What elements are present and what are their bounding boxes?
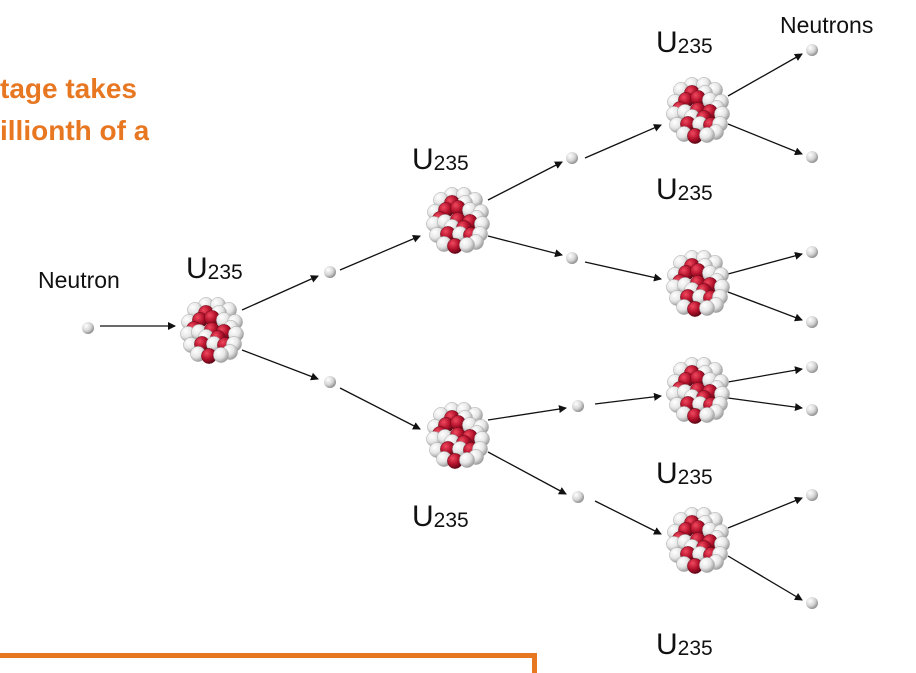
- neutron-icon: [572, 491, 584, 503]
- uranium-nucleus-icon: [666, 357, 730, 424]
- neutron-icon: [806, 151, 818, 163]
- neutrons-label: Neutrons: [780, 12, 874, 38]
- neutron-label: Neutron: [38, 267, 120, 293]
- neutron-icon: [82, 322, 94, 334]
- neutron-icon: [806, 489, 818, 501]
- mass-number: 235: [433, 152, 469, 175]
- mass-number: 235: [677, 182, 713, 205]
- arrow-icon: [487, 161, 563, 201]
- heading-text: tage takes illionth of a: [0, 68, 149, 152]
- neutron-icon: [806, 44, 818, 56]
- arrow-icon: [727, 397, 803, 412]
- neutron-icon: [806, 361, 818, 373]
- arrow-icon: [487, 451, 567, 495]
- bottom-callout-box: [0, 653, 537, 673]
- arrow-icon: [241, 275, 319, 311]
- mass-number: 235: [677, 35, 713, 58]
- arrow-icon: [584, 124, 662, 159]
- uranium-nucleus-icon: [666, 250, 730, 317]
- uranium-nucleus-icon: [666, 507, 730, 574]
- u235-label-gen3-4: U235: [656, 628, 713, 666]
- uranium-nucleus-icon: [180, 297, 244, 364]
- u235-label-gen3-1: U235: [656, 26, 713, 64]
- arrow-icon: [487, 235, 563, 258]
- arrow-icon: [339, 235, 421, 271]
- arrow-icon: [727, 291, 803, 322]
- neutron-icon: [806, 597, 818, 609]
- arrow-icon: [584, 261, 662, 282]
- u235-label-gen1: U235: [186, 252, 243, 290]
- arrow-icon: [594, 500, 662, 535]
- arrows-layer: [100, 53, 803, 601]
- u235-label-gen3-3: U235: [656, 457, 713, 495]
- neutron-icon: [806, 404, 818, 416]
- neutron-icon: [806, 246, 818, 258]
- neutron-icon: [324, 266, 336, 278]
- arrow-icon: [727, 251, 803, 275]
- mass-number: 235: [677, 466, 713, 489]
- mass-number: 235: [433, 509, 469, 532]
- neutrons-layer: [82, 44, 818, 609]
- u235-label-gen2-bottom: U235: [412, 500, 469, 538]
- element-symbol: U: [656, 173, 678, 206]
- mass-number: 235: [677, 637, 713, 660]
- uranium-nucleus-icon: [666, 77, 730, 144]
- arrow-icon: [594, 392, 662, 405]
- arrow-icon: [727, 555, 803, 601]
- element-symbol: U: [656, 26, 678, 59]
- heading-line-1: tage takes: [0, 73, 137, 104]
- arrow-icon: [727, 496, 803, 529]
- uranium-nucleus-icon: [426, 402, 490, 469]
- arrow-icon: [727, 123, 803, 156]
- element-symbol: U: [656, 628, 678, 661]
- neutron-icon: [566, 252, 578, 264]
- arrow-icon: [727, 53, 803, 97]
- uranium-nucleus-icon: [426, 187, 490, 254]
- u235-label-gen3-2: U235: [656, 173, 713, 211]
- element-symbol: U: [186, 252, 208, 285]
- element-symbol: U: [412, 143, 434, 176]
- mass-number: 235: [207, 261, 243, 284]
- neutron-icon: [806, 316, 818, 328]
- neutron-icon: [572, 400, 584, 412]
- u235-label-gen2-top: U235: [412, 143, 469, 181]
- element-symbol: U: [412, 500, 434, 533]
- nuclei-layer: [180, 77, 730, 574]
- element-symbol: U: [656, 457, 678, 490]
- arrow-icon: [339, 387, 421, 430]
- arrow-icon: [487, 405, 567, 421]
- neutron-icon: [566, 152, 578, 164]
- neutron-icon: [324, 376, 336, 388]
- arrow-icon: [727, 366, 803, 383]
- arrow-icon: [241, 349, 319, 381]
- heading-line-2: illionth of a: [0, 115, 150, 146]
